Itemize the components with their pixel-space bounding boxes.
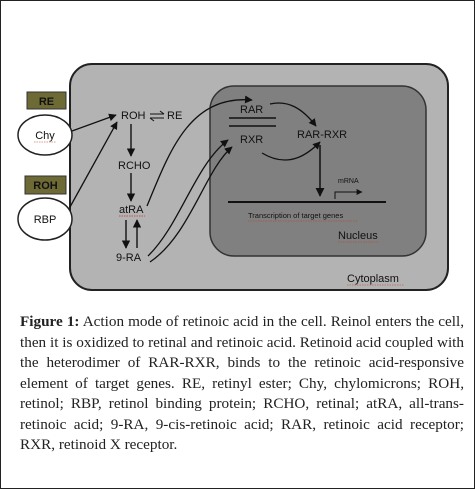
transcription-label: Transcription of target genes <box>248 211 343 220</box>
roh-tag <box>24 175 67 195</box>
atra-node: atRA <box>119 204 144 216</box>
9ra-to-rxr-arrow <box>149 146 233 263</box>
nucleus-label: Nucleus <box>338 230 378 242</box>
rcho-node: RCHO <box>118 160 151 172</box>
roh-node: ROH <box>121 110 146 122</box>
nucleus-region <box>209 85 427 257</box>
diagram: RE Chy ROH RBP ROH RE RCHO atRA 9-RA RAR… <box>17 63 449 291</box>
roh-re-forward-head <box>159 110 165 115</box>
rxr-to-rarrxr-arrow <box>261 141 321 161</box>
mrna-label: mRNA <box>338 178 359 185</box>
figure-caption: Figure 1: Action mode of retinoic acid i… <box>20 312 464 456</box>
caption-text: Action mode of retinoic acid in the cell… <box>20 313 464 453</box>
chy-ellipse <box>17 114 73 156</box>
re-tag-label: RE <box>39 96 54 108</box>
nine-ra-node: 9-RA <box>116 252 142 264</box>
rar-rxr-node: RAR-RXR <box>297 129 347 141</box>
rbp-ellipse <box>17 197 73 241</box>
chy-to-roh-arrow <box>71 113 117 132</box>
re-tag <box>26 91 67 110</box>
rxr-node: RXR <box>240 134 263 146</box>
chy-label: Chy <box>35 130 55 142</box>
re-node: RE <box>167 110 182 122</box>
mrna-arrow <box>334 189 363 199</box>
roh-re-reverse-head <box>149 117 155 122</box>
caption-figure-label: Figure 1: <box>20 313 80 330</box>
9ra-to-rxr-arrow-2 <box>147 139 229 257</box>
rar-node: RAR <box>240 104 263 116</box>
cytoplasm-label: Cytoplasm <box>347 273 399 285</box>
rbp-label: RBP <box>34 214 57 226</box>
roh-tag-label: ROH <box>33 180 58 192</box>
rar-to-rarrxr-arrow <box>269 102 317 127</box>
atra-to-rar-arrow <box>146 95 253 207</box>
rbp-to-roh-arrow <box>69 121 118 208</box>
